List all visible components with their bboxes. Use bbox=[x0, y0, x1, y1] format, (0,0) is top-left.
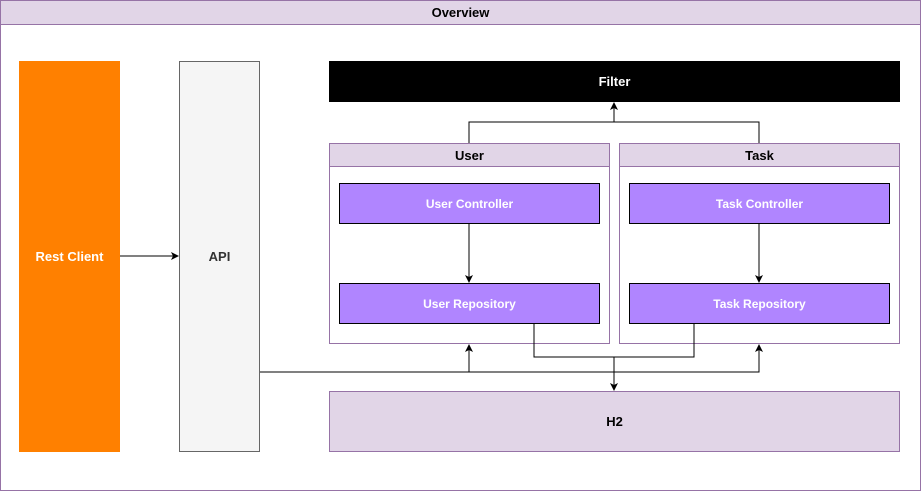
api-node[interactable]: API bbox=[179, 61, 260, 452]
task-repository-label: Task Repository bbox=[713, 296, 806, 311]
h2-database-node[interactable]: H2 bbox=[329, 391, 900, 452]
rest-client-node[interactable]: Rest Client bbox=[19, 61, 120, 452]
user-controller-node[interactable]: User Controller bbox=[339, 183, 600, 224]
overview-title: Overview bbox=[1, 1, 920, 25]
user-repository-node[interactable]: User Repository bbox=[339, 283, 600, 324]
rest-client-label: Rest Client bbox=[35, 249, 104, 264]
h2-label: H2 bbox=[606, 414, 623, 429]
filter-node[interactable]: Filter bbox=[329, 61, 900, 102]
user-repository-label: User Repository bbox=[423, 296, 516, 311]
task-group-title: Task bbox=[620, 144, 899, 167]
api-label: API bbox=[208, 249, 231, 264]
user-controller-label: User Controller bbox=[425, 196, 514, 211]
task-controller-label: Task Controller bbox=[715, 196, 804, 211]
task-controller-node[interactable]: Task Controller bbox=[629, 183, 890, 224]
task-repository-node[interactable]: Task Repository bbox=[629, 283, 890, 324]
user-group-title: User bbox=[330, 144, 609, 167]
filter-label: Filter bbox=[598, 74, 631, 89]
